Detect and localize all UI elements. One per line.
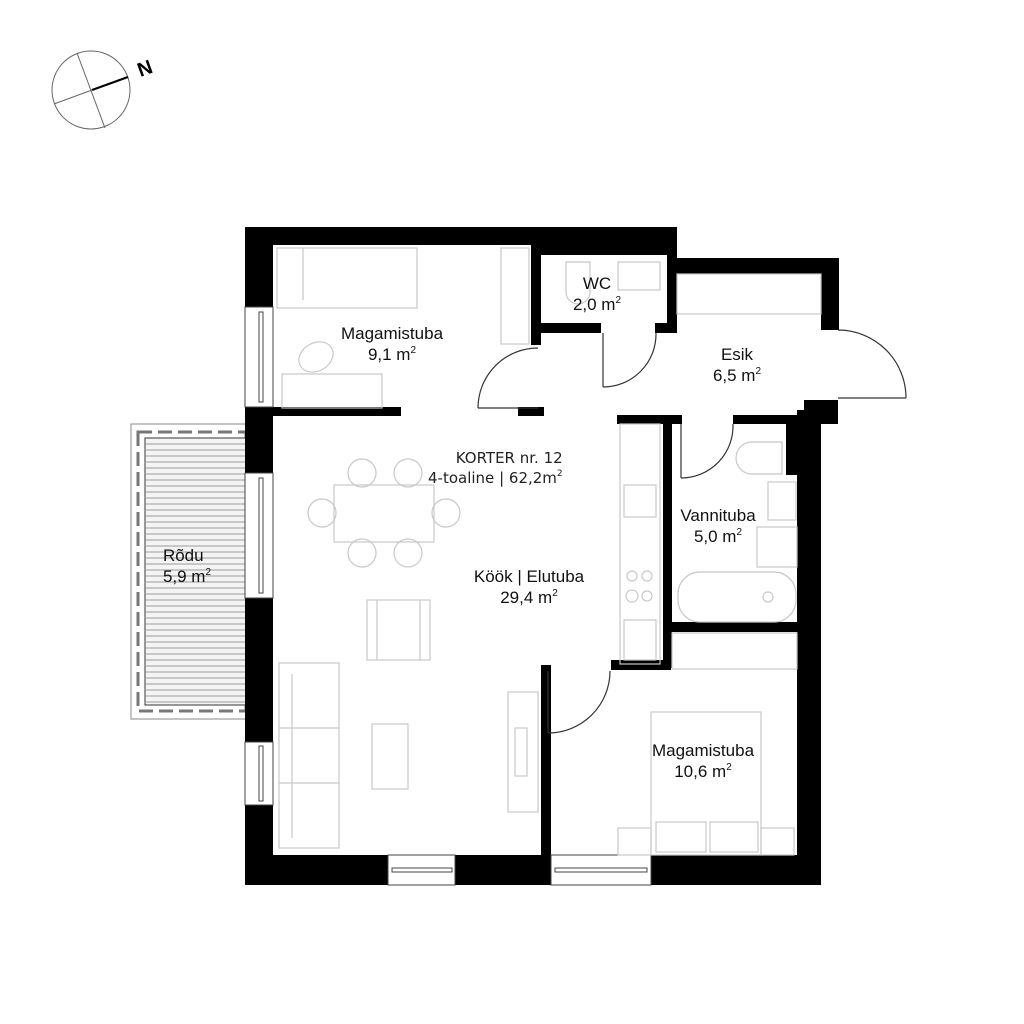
apartment-summary: KORTER nr. 12 4-toaline | 62,2m2	[428, 448, 563, 488]
room-bathroom: Vannituba 5,0 m2	[680, 505, 755, 547]
room-name: Magamistuba	[651, 741, 755, 760]
room-name: WC	[582, 274, 612, 293]
apartment-title: KORTER nr. 12	[455, 449, 563, 467]
room-area: 5,0 m2	[693, 527, 743, 546]
room-name: Esik	[720, 345, 754, 364]
room-bedroom-2: Magamistuba 10,6 m2	[652, 740, 754, 782]
room-area: 29,4 m2	[500, 588, 558, 607]
walls	[245, 227, 839, 885]
doors	[477, 329, 907, 734]
room-area: 10,6 m2	[674, 762, 732, 781]
room-area: 2,0 m2	[572, 295, 622, 314]
apartment-type-area: 4-toaline | 62,2m2	[428, 469, 563, 487]
room-name: Rõdu	[162, 546, 204, 565]
room-area: 9,1 m2	[367, 345, 417, 364]
room-name: Magamistuba	[340, 324, 444, 343]
room-name: Köök | Elutuba	[473, 567, 585, 586]
furniture	[276, 247, 822, 856]
balcony-area	[130, 423, 248, 720]
room-bedroom-1: Magamistuba 9,1 m2	[341, 323, 443, 365]
room-area: 5,9 m2	[162, 567, 212, 586]
room-hallway: Esik 6,5 m2	[713, 344, 761, 386]
windows	[244, 306, 652, 886]
room-kitchen-living: Köök | Elutuba 29,4 m2	[474, 566, 584, 608]
room-area: 6,5 m2	[712, 366, 762, 385]
north-arrow-compass-icon	[51, 50, 131, 130]
room-wc: WC 2,0 m2	[573, 273, 621, 315]
room-name: Vannituba	[680, 506, 756, 525]
room-balcony: Rõdu 5,9 m2	[163, 545, 211, 587]
